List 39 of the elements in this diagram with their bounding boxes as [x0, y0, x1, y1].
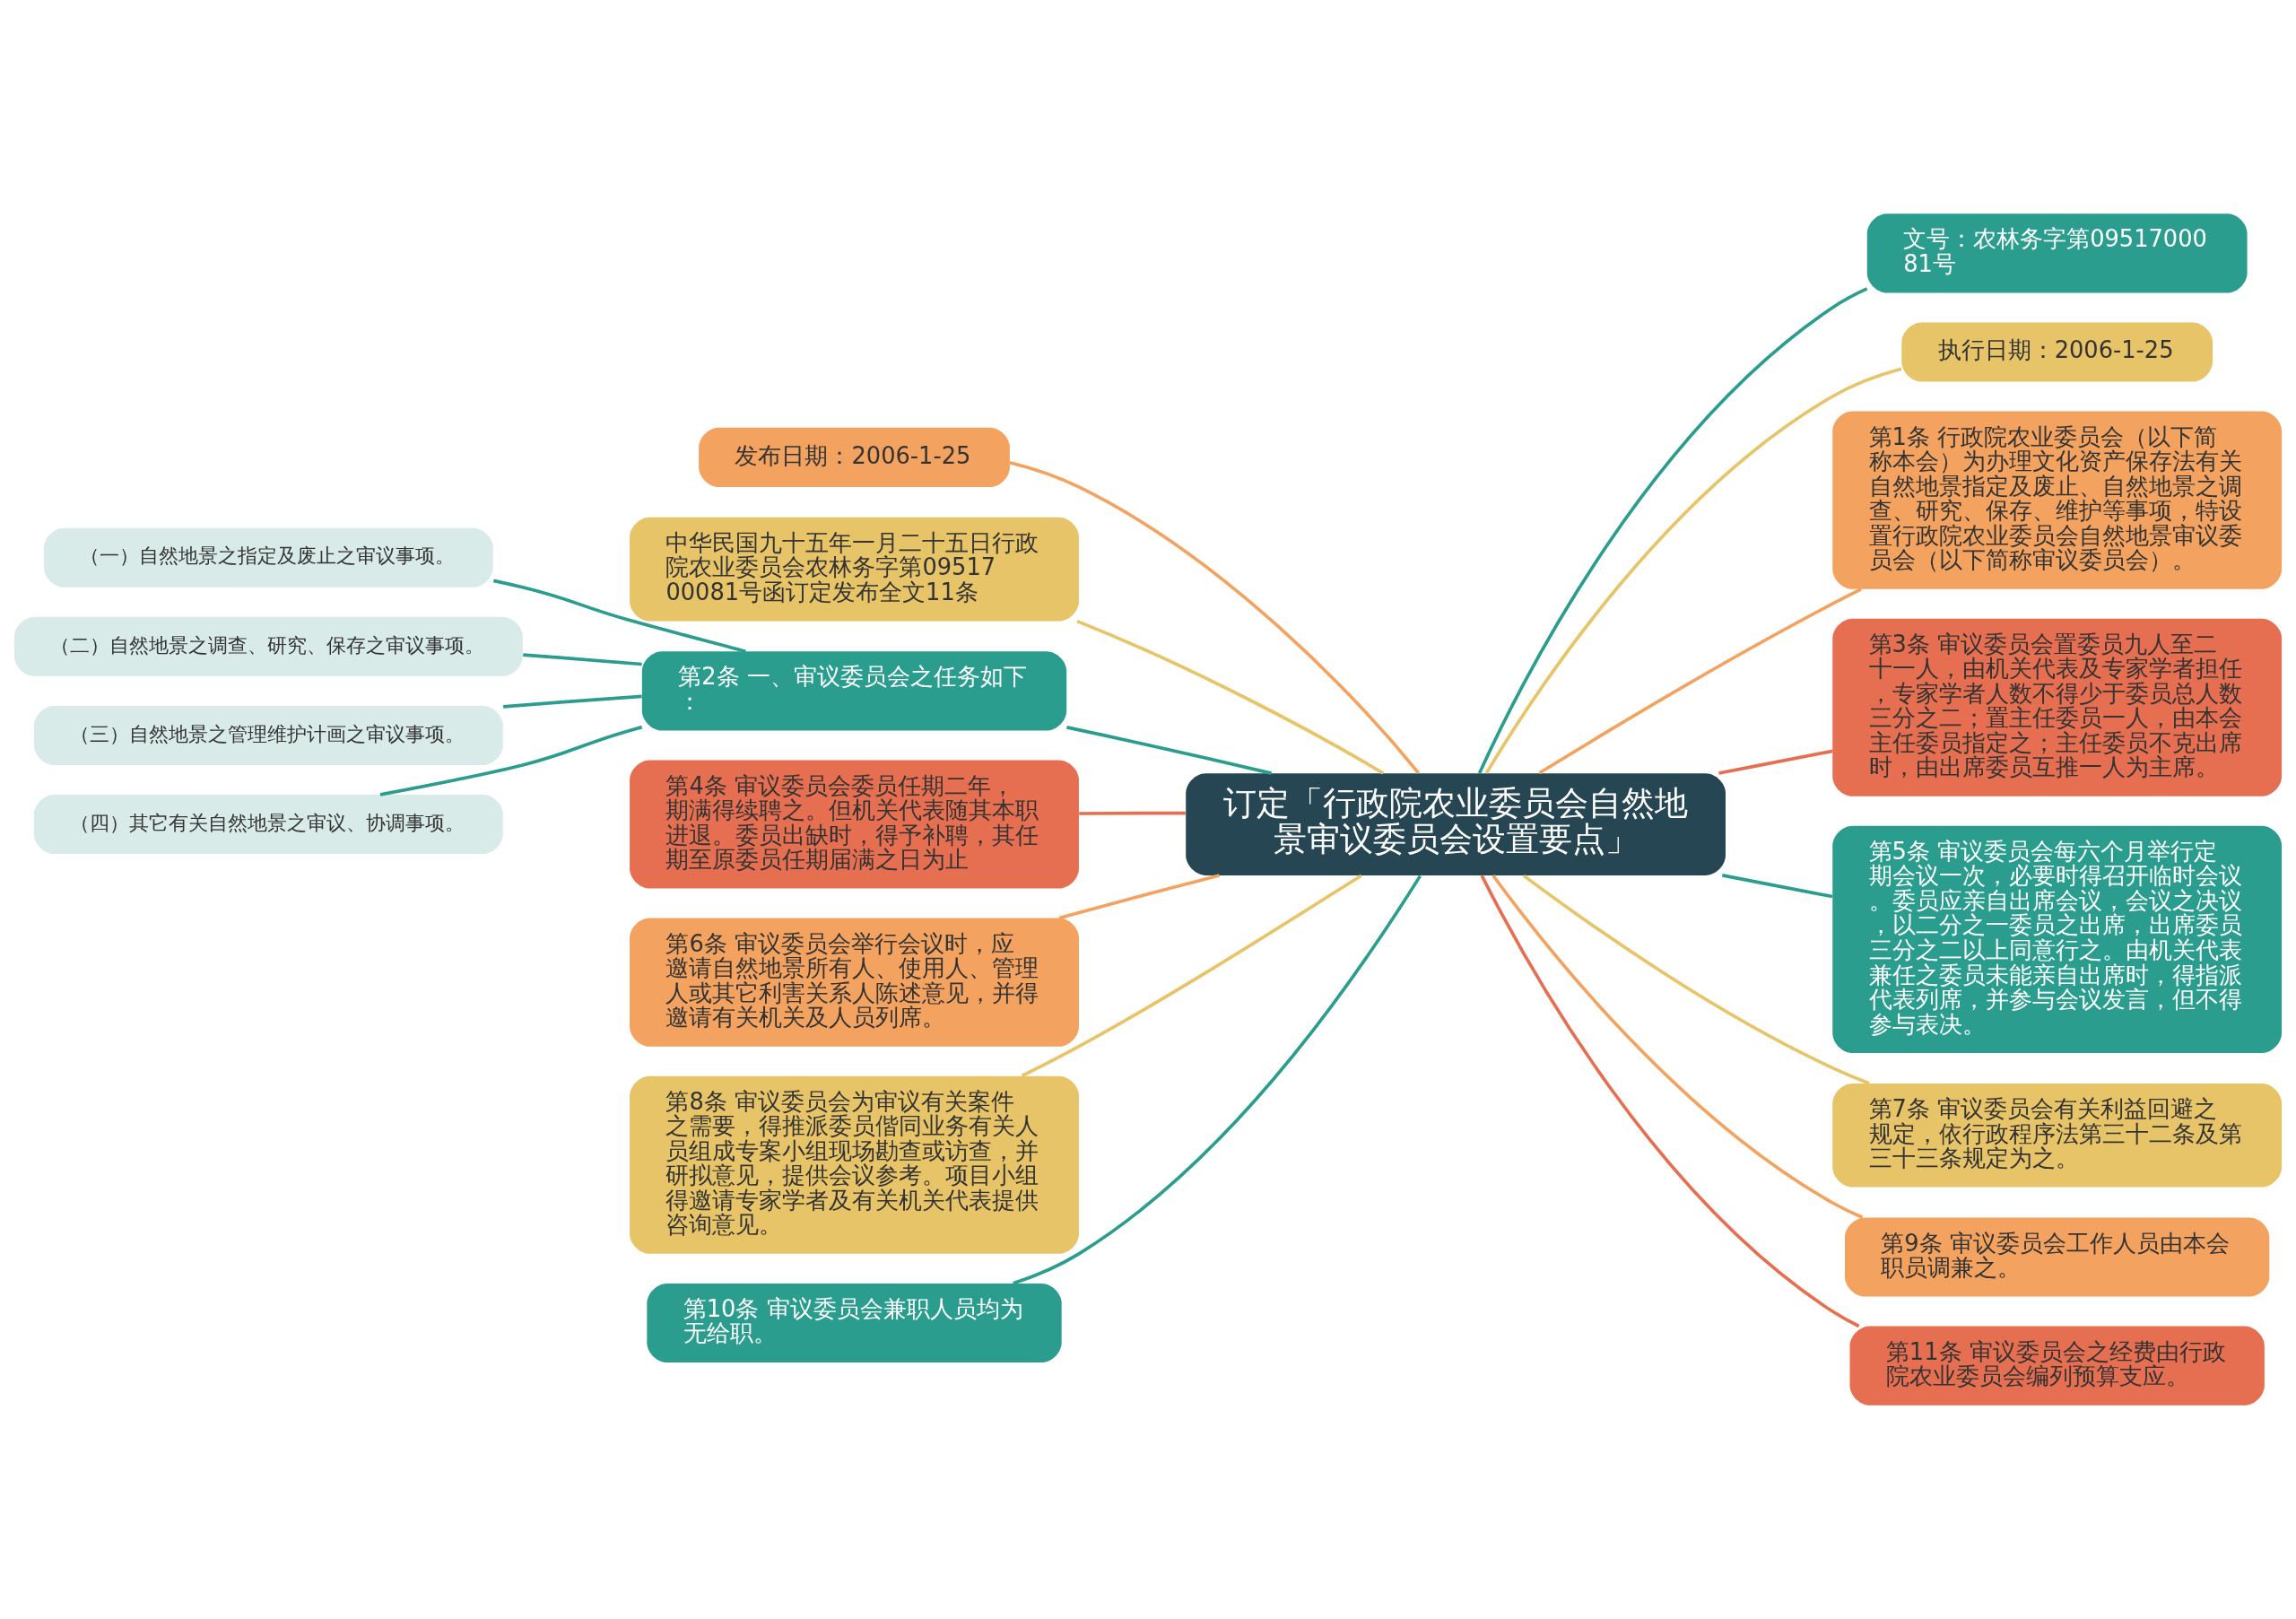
connector [1522, 874, 1870, 1085]
connector [1484, 367, 1902, 774]
connector [1021, 874, 1362, 1078]
connector [1477, 287, 1868, 774]
connector [1066, 726, 1272, 775]
connector [1079, 811, 1186, 815]
node-box: （三）自然地景之管理维护计画之审议事项。 [33, 705, 503, 765]
node-box: 第9条 审议委员会工作人员由本会职员调兼之。 [1845, 1217, 2270, 1297]
connector [1009, 460, 1420, 774]
connector [1718, 749, 1833, 775]
connector [523, 653, 642, 666]
node-box: 文号：农林务字第0951700081号 [1866, 213, 2248, 293]
node-box: 执行日期：2006-1-25 [1901, 322, 2213, 382]
node-box: 发布日期：2006-1-25 [699, 427, 1010, 487]
node-box: 第3条 审议委员会置委员九人至二十一人，由机关代表及专家学者担任，专家学者人数不得少于委员总人数三分之二；置主任委员一人，由本会主任委员指定之；主任委员不克出席时，由出席委员互推一人为主席。 [1832, 618, 2283, 796]
connector [379, 725, 643, 796]
connector [1480, 875, 1860, 1328]
node-box: 第7条 审议委员会有关利益回避之规定，依行政程序法第三十二条及第三十三条规定为之。 [1832, 1084, 2283, 1188]
node-box: 中华民国九十五年一月二十五日行政院农业委员会农林务字第0951700081号函订定发布全文11条 [630, 517, 1079, 622]
connector [1538, 588, 1862, 775]
node-box: 第5条 审议委员会每六个月举行定期会议一次，必要时得召开临时会议。委员应亲自出席会议，会议之决议，以二分之一委员之出席，出席委员三分之二以上同意行之。由机关代表兼任之委员未能亲自出席时，得指派代表列席，并参与会议发言，但不得参与表决。 [1832, 825, 2283, 1054]
node-box: 第2条 一、审议委员会之任务如下： [641, 651, 1067, 731]
node-box: 第6条 审议委员会举行会议时，应邀请自然地景所有人、使用人、管理人或其它利害关系人陈述意见，并得邀请有关机关及人员列席。 [630, 918, 1079, 1047]
connector [1722, 874, 1833, 899]
connector [1076, 619, 1385, 775]
node-box: 第8条 审议委员会为审议有关案件之需要，得推派委员偕同业务有关人员组成专案小组现场勘查或访查，并研拟意见，提供会议参考。项目小组得邀请专家学者及有关机关代表提供咨询意见。 [630, 1075, 1079, 1254]
connector [1058, 874, 1220, 920]
node-box: 第10条 审议委员会兼职人员均为无给职。 [647, 1283, 1062, 1362]
connector [492, 579, 746, 654]
node-box: 第11条 审议委员会之经费由行政院农业委员会编列预算支应。 [1849, 1326, 2265, 1406]
node-box: （二）自然地景之调查、研究、保存之审议事项。 [13, 616, 523, 676]
node-box: 订定「行政院农业委员会自然地景审议委员会设置要点」 [1186, 773, 1726, 875]
node-box: （一）自然地景之指定及废止之审议事项。 [43, 527, 493, 588]
node-box: 第4条 审议委员会委员任期二年，期满得续聘之。但机关代表随其本职进退。委员出缺时，得予补聘，其任期至原委员任期届满之日为止 [630, 760, 1079, 889]
connector [1013, 875, 1422, 1285]
node-box: （四）其它有关自然地景之审议、协调事项。 [33, 795, 503, 855]
node-box: 第1条 行政院农业委员会（以下简称本会）为办理文化资产保存法有关自然地景指定及废止、自然地景之调查、研究、保存、维护等事项，特设置行政院农业委员会自然地景审议委员会（以下简称审议委员会）。 [1832, 411, 2283, 589]
connector [1492, 874, 1864, 1219]
connector [503, 694, 642, 709]
